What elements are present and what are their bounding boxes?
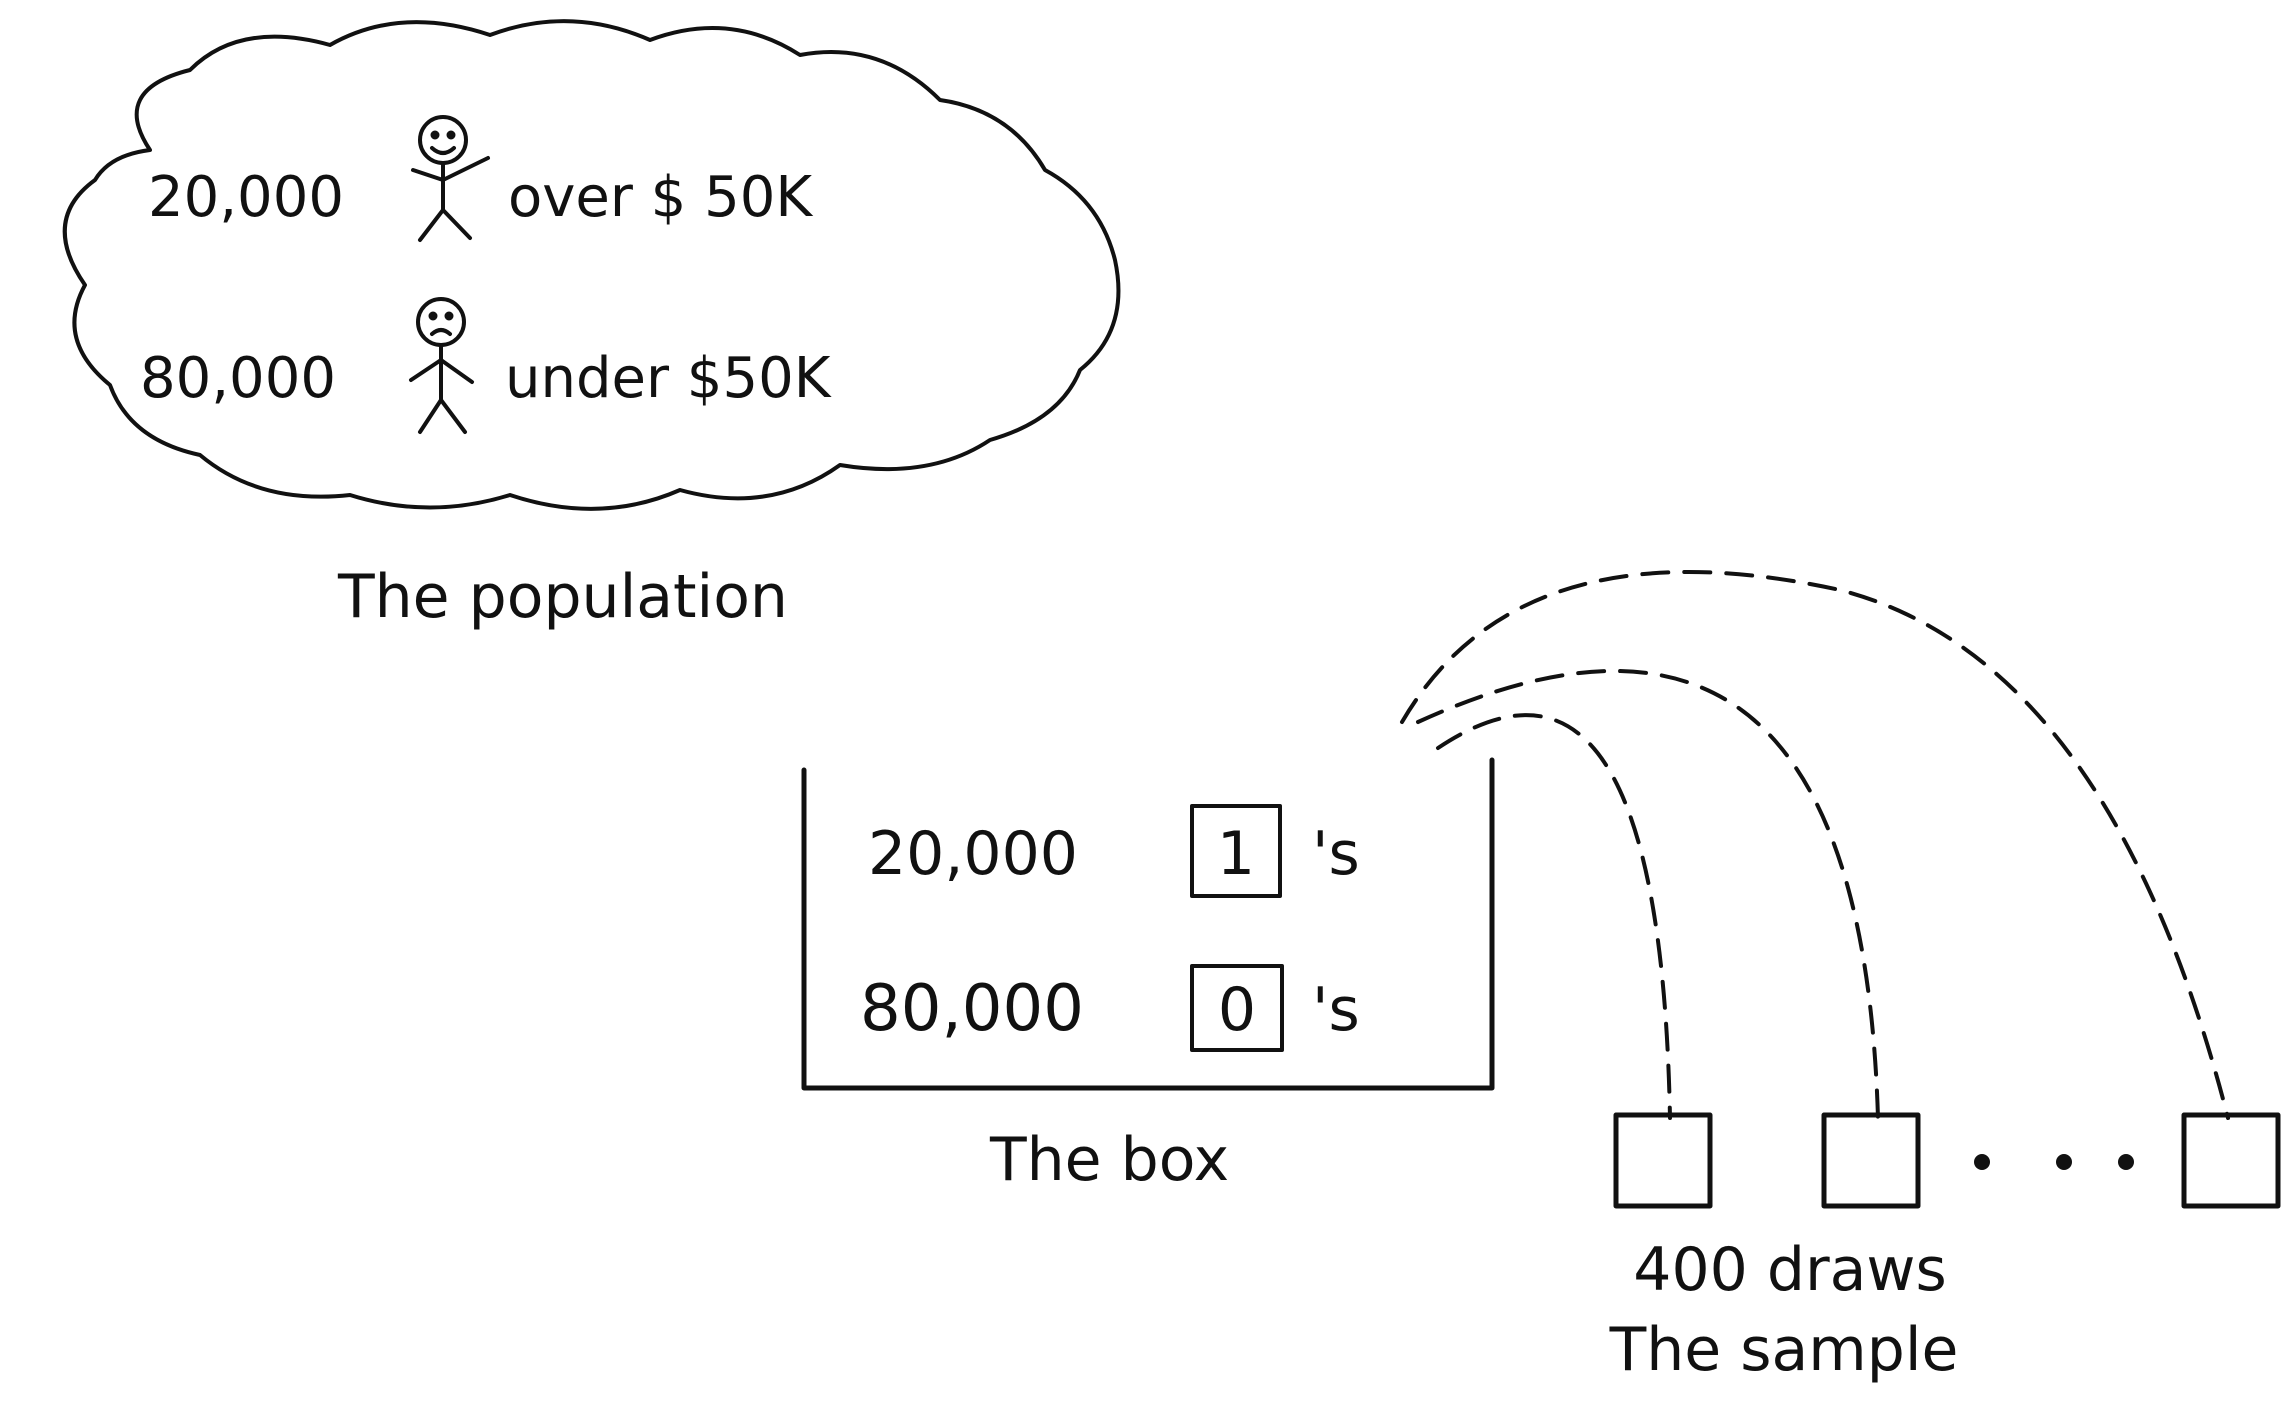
sad-stick-figure-icon — [409, 297, 474, 434]
happy-stick-figure-icon — [411, 115, 490, 242]
ellipsis-icon — [1974, 1154, 2134, 1170]
population-group: 20,000 over $ 50K 80,000 un — [62, 19, 1121, 632]
box-zeros-count: 80,000 — [860, 972, 1084, 1046]
box-caption: The box — [989, 1125, 1229, 1195]
sample-caption: The sample — [1609, 1315, 1959, 1385]
population-under-label: under $50K — [505, 346, 832, 411]
box-ones-suffix: 's — [1312, 819, 1360, 889]
sample-draw-box-1 — [1613, 1112, 1713, 1209]
population-caption: The population — [337, 562, 788, 632]
sample-draw-box-2 — [1821, 1112, 1921, 1209]
box-zeros-tile — [1190, 964, 1284, 1052]
draw-arc-1 — [1436, 713, 1672, 1120]
draw-arcs — [1400, 569, 2230, 1120]
population-under-count: 80,000 — [140, 346, 336, 411]
box-ones-tile — [1190, 804, 1282, 898]
sample-group: 400 draws The sample — [1609, 1112, 2281, 1385]
box-zeros-tile-label: 0 — [1218, 975, 1256, 1045]
population-over-count: 20,000 — [148, 165, 344, 230]
draw-arc-3 — [1400, 569, 2230, 1120]
box-ones-tile-label: 1 — [1217, 819, 1255, 889]
population-over-label: over $ 50K — [508, 165, 813, 230]
box-zeros-suffix: 's — [1312, 975, 1360, 1045]
box-ones-count: 20,000 — [868, 819, 1078, 889]
draw-arc-2 — [1416, 669, 1880, 1120]
sample-draws-label: 400 draws — [1633, 1235, 1946, 1305]
box-group: 20,000 1 's 80,000 0 's The box — [801, 757, 1495, 1195]
sample-draw-box-3 — [2181, 1112, 2281, 1209]
population-cloud — [62, 19, 1121, 511]
box-container — [801, 757, 1495, 1091]
